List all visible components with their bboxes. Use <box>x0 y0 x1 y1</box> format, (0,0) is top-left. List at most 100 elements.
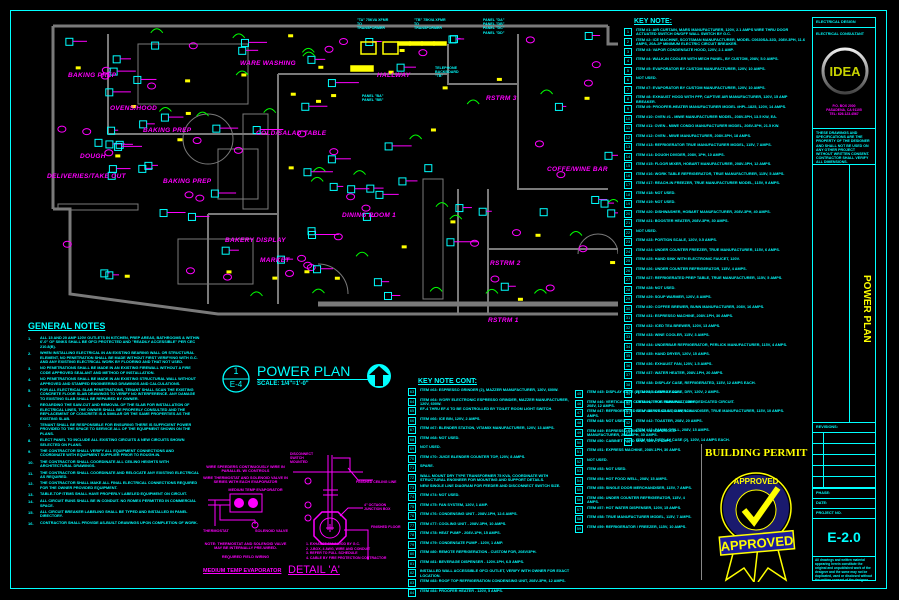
key-note-tag-icon: 21 <box>624 219 632 228</box>
receptacle-icon <box>62 240 72 248</box>
key-note-tag-icon: 10 <box>624 114 632 123</box>
note-number: 12. <box>28 481 34 487</box>
key-note-tag-icon: 74 <box>408 493 416 502</box>
note-text: ITEM #78: HEAT PUMP - 208V-1PH, 15 AMPS. <box>420 531 501 536</box>
title-block: ELECTRICAL DESIGN ELECTRICAL CONSULTANT … <box>812 17 876 582</box>
general-note-item: 1.ALL 15 AND 20 AMP 120V OUTLETS IN KITC… <box>28 336 200 349</box>
wiring-arc <box>353 170 366 175</box>
outlet-icon <box>115 154 121 158</box>
note-text: EF-4 THRU EF-6 TO BE CONTROLLED BY TOILE… <box>420 407 553 412</box>
callout-panel-db: PANEL "DB" <box>483 22 505 27</box>
outlet-icon <box>401 245 407 249</box>
tb-consultant-label: ELECTRICAL CONSULTANT <box>816 32 864 36</box>
receptacle-icon <box>195 194 205 202</box>
note-text: ITEM #17: REACH-IN FREEZER, TRUE MANUFAC… <box>636 181 781 186</box>
evap-note-4: REQUIRED FIELD WIRING <box>221 554 270 559</box>
key-note-tag-icon: 17 <box>624 181 632 190</box>
room-label-dough: DOUGH <box>80 153 106 160</box>
note-text: ITEM #27: REFRIGERATED PREP TABLE, TRUE … <box>636 276 783 281</box>
idea-logo: IDEA <box>821 47 869 95</box>
note-text: ITEM #48: NOT USED. <box>587 419 627 424</box>
keynote-tag-icon <box>210 189 219 198</box>
note-text: TENANT SHALL BE RESPONSIBLE FOR ENSURING… <box>40 422 192 436</box>
note-number: 14. <box>28 499 34 505</box>
building-permit-stamp: BUILDING PERMIT APPROVED APPROVED <box>701 444 810 582</box>
tb-phone: TEL: 626.123.4567 <box>829 112 859 116</box>
receptacle-icon <box>57 125 67 133</box>
key-note-tag-icon: 30 <box>624 304 632 313</box>
note-number: 9. <box>28 448 32 454</box>
receptacle-icon <box>285 269 295 277</box>
keynote-tag-icon <box>105 140 114 149</box>
tb-phase: PHASE: <box>813 489 875 499</box>
key-note-tag-icon: 8 <box>624 95 632 104</box>
general-note-item: 7.TENANT SHALL BE RESPONSIBLE FOR ENSURI… <box>28 423 200 436</box>
key-note-tag-icon: 50 <box>575 438 583 447</box>
keynote-tag-icon <box>584 31 593 40</box>
note-text: ITEM #18: NOT USED. <box>636 190 676 195</box>
note-text: ITEM #79: CONDENSATE PUMP - 120V, 1 AMP. <box>420 540 504 545</box>
wiring-arc <box>150 28 164 34</box>
note-text: ITEM #63: ESPRESSO GRINDER (2), MAZZER M… <box>420 388 559 392</box>
keynote-tag-icon <box>307 55 316 64</box>
outlet-icon <box>399 48 405 52</box>
room-label-dining-room: DINING ROOM 1 <box>342 212 397 219</box>
note-number: 10. <box>28 459 34 465</box>
wiring-arc <box>449 214 463 220</box>
key-note-tag-icon: 25 <box>624 257 632 266</box>
key-note-tag-icon: 44 <box>624 437 632 446</box>
detail-notes: 1. EXHAUST FAN/HOOD BY G.C. 2. J-BOX, 4 … <box>306 542 386 560</box>
key-note-tag-icon: 38 <box>624 380 632 389</box>
note-text: ITEM #67: BLENDER STATION, VITAMIX MANUF… <box>420 426 555 431</box>
receptacle-icon <box>297 130 307 138</box>
room-label-baking-prep-2: BAKING PREP <box>143 127 192 134</box>
approved-seal-icon: APPROVED APPROVED <box>718 472 796 582</box>
note-text: ITEM #58: TRUE MANUFACTURER MODEL, 115V,… <box>587 515 692 520</box>
note-text: WHEN INSTALLING ELECTRICAL IN AN EXISTIN… <box>40 351 198 365</box>
detail-a: DISCONNECT SWITCH MOUNTED FINISHED CEILI… <box>288 450 403 580</box>
wiring-arc <box>310 176 324 182</box>
keynote-tag-icon <box>301 102 310 111</box>
receptacle-icon <box>233 146 243 154</box>
tb-project-no: PROJECT NO. <box>813 509 875 519</box>
note-text: ITEM #7: EVAPORATOR BY CUSTOM MANUFACTUR… <box>636 85 766 90</box>
key-note-tag-icon: 19 <box>624 200 632 209</box>
key-note-tag-icon: 84 <box>408 588 416 597</box>
wiring-arc <box>429 286 443 292</box>
receptacle-icon <box>591 61 601 69</box>
north-arrow-icon <box>367 364 391 388</box>
outlet-icon <box>496 77 502 81</box>
receptacle-icon <box>297 254 307 262</box>
keynote-tag-icon <box>384 142 393 151</box>
section-bubble-icon <box>222 365 250 393</box>
note-number: 3. <box>28 366 32 372</box>
outlet-icon <box>318 65 324 69</box>
keynote-tag-icon <box>159 209 168 218</box>
note-text: THE CONTRACTOR SHALL VERIFY ALL EQUIPMEN… <box>40 448 175 458</box>
note-text: WALL MOUNT DRY TYPE TRANSFORMER 75 KVA, … <box>420 473 549 483</box>
callout-panel-dc: PANEL "DC" <box>483 26 505 31</box>
note-text: ITEM #47: REFRIGERATED SELF-SERVE CASE, … <box>587 409 692 418</box>
general-note-item: 8.ELECT PANEL TO INCLUDE ALL EXISTING CI… <box>28 438 200 447</box>
outlet-icon <box>331 94 337 98</box>
key-note-tag-icon: 73 <box>408 483 416 492</box>
note-text: ITEM #15: FLOOR MIXER, HOBART MANUFACTUR… <box>636 162 772 167</box>
